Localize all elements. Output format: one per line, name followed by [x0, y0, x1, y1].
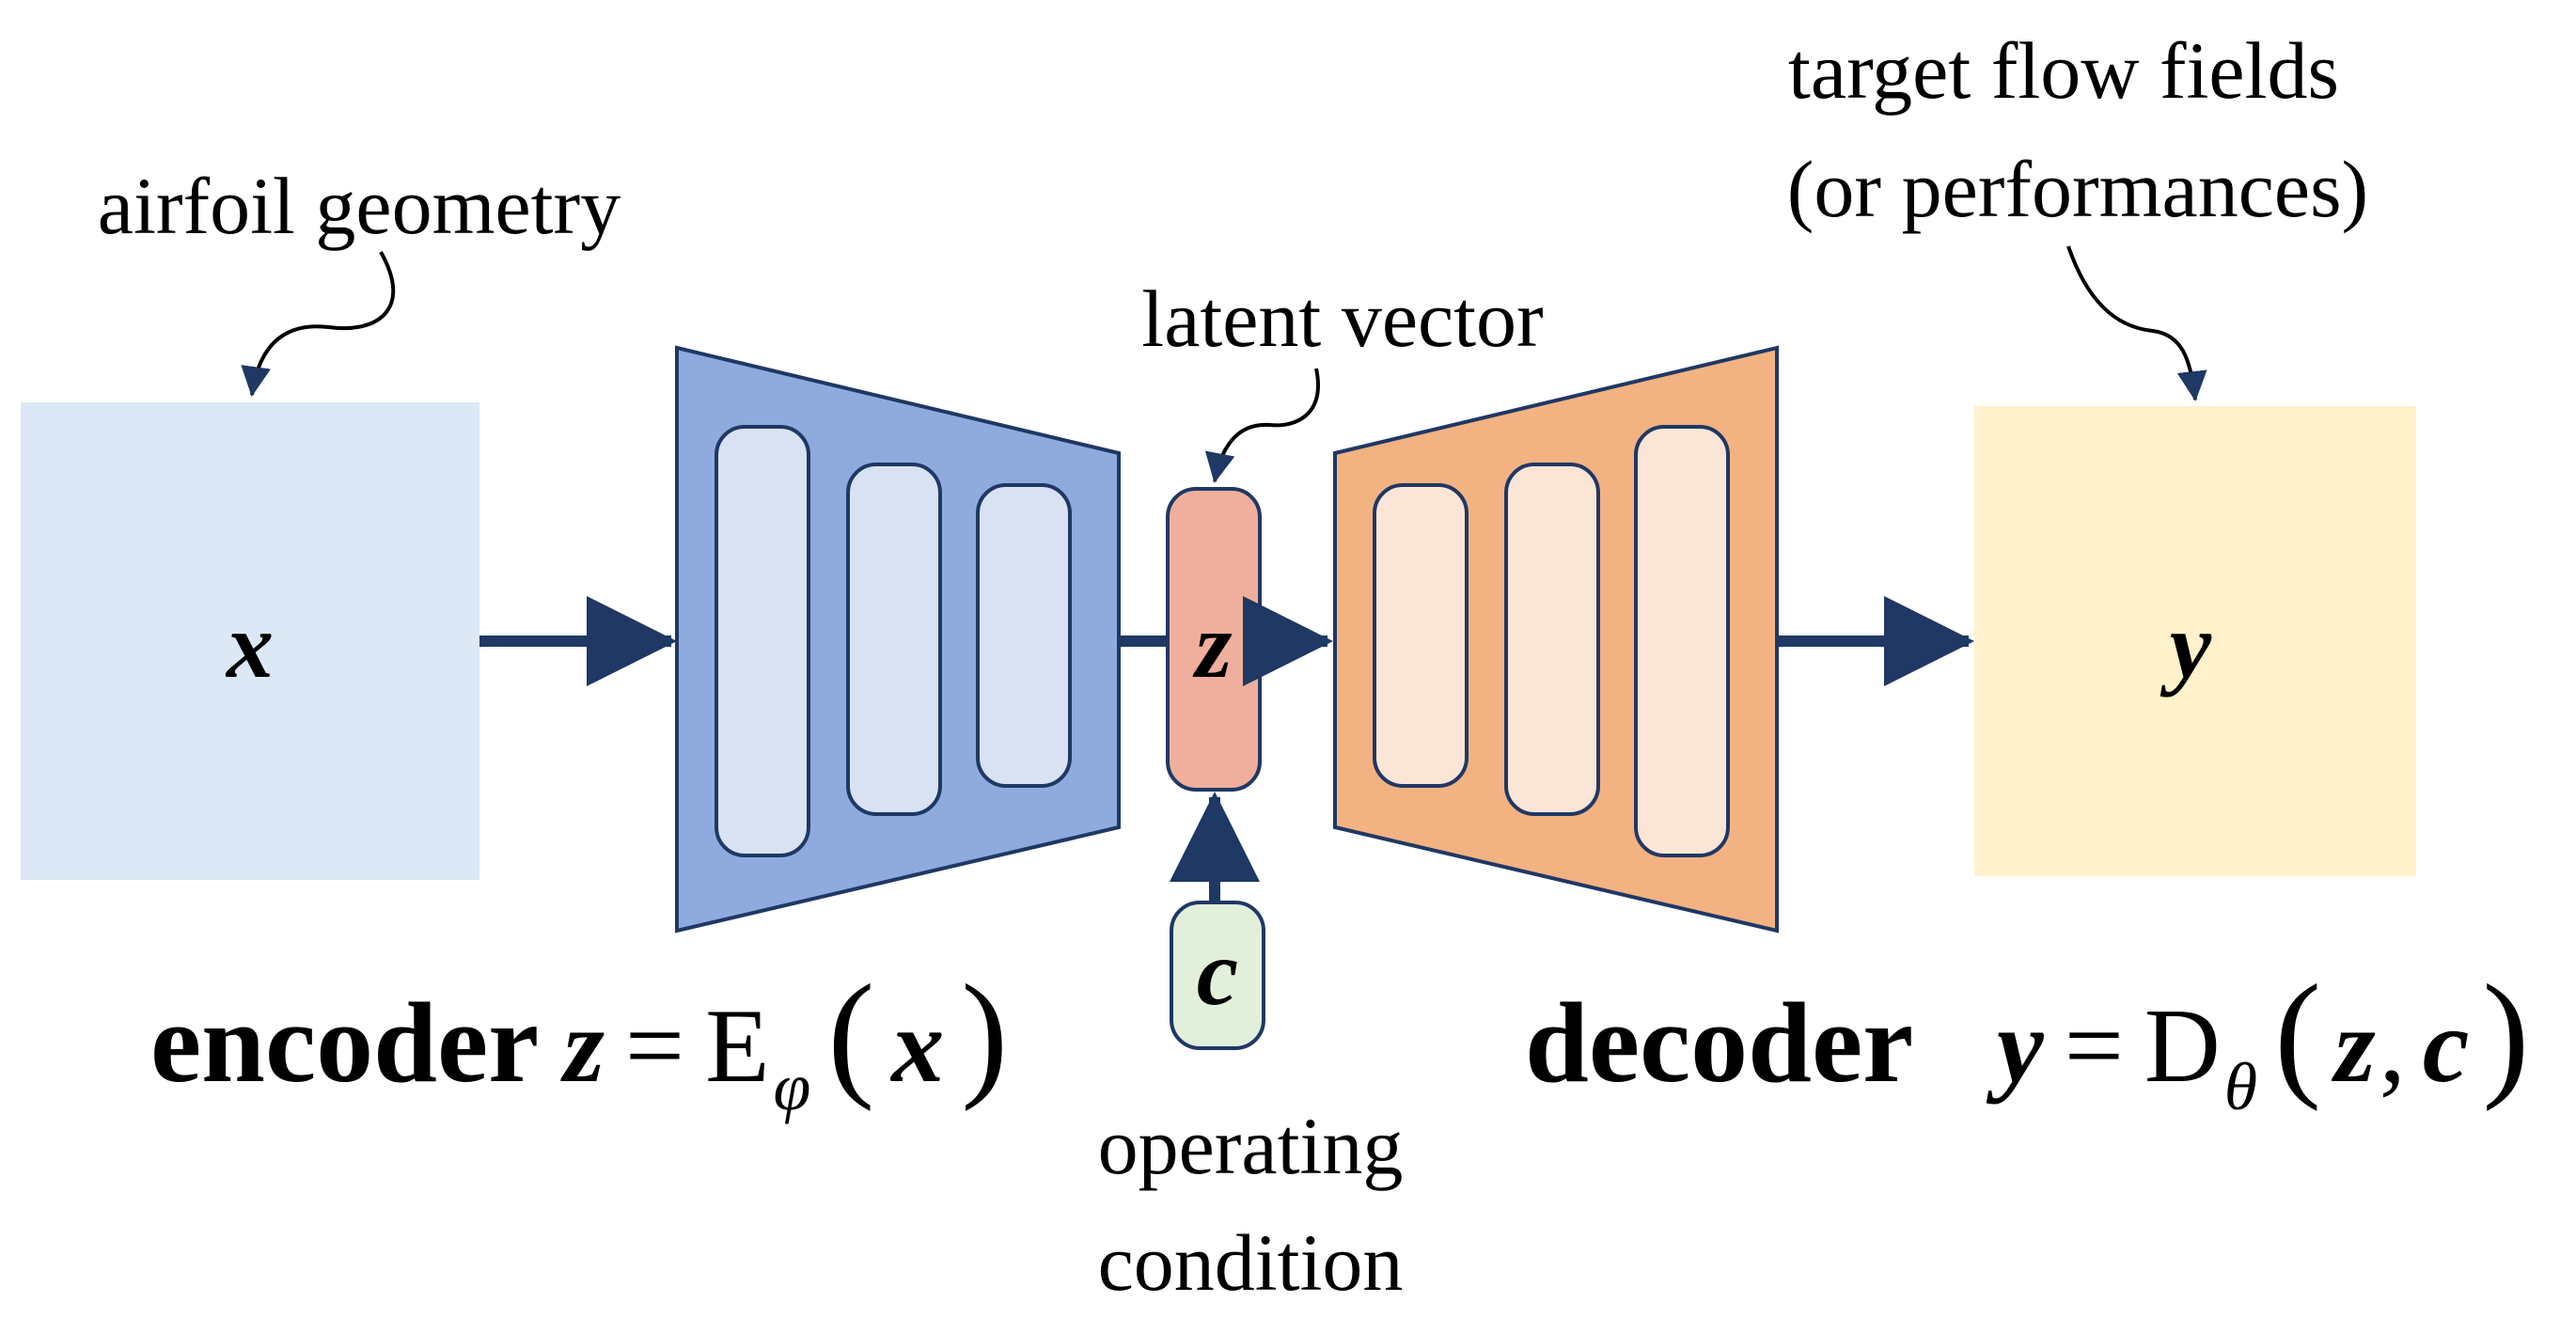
decoder-eq-lhs: y — [1986, 988, 2045, 1105]
encoder-equation: encoder z = E φ ( x ) — [150, 956, 1008, 1124]
output-caption-line2: (or performances) — [1787, 144, 2368, 234]
condition-caption-line2: condition — [1098, 1217, 1404, 1308]
encoder-eq-equals: = — [625, 988, 684, 1105]
output-box — [1974, 406, 2416, 876]
output-caption-pointer — [2066, 245, 2207, 401]
latent-symbol: z — [1193, 593, 1233, 698]
decoder-equation: decoder y = D θ ( z , c ) — [1525, 956, 2529, 1124]
condition-symbol: c — [1197, 920, 1238, 1025]
encoder-eq-op: E — [705, 988, 769, 1105]
decoder-layer-1 — [1373, 483, 1469, 788]
encoder-layer-1 — [715, 425, 810, 857]
decoder-eq-arg1: z — [2331, 988, 2376, 1105]
encoder-layer-2 — [846, 463, 942, 816]
encoder-label: encoder — [150, 980, 539, 1106]
encoder-eq-sub: φ — [774, 1049, 811, 1124]
encoder-layer-3 — [976, 483, 1072, 788]
decoder-label: decoder — [1525, 980, 1913, 1106]
decoder-layer-3 — [1634, 425, 1730, 857]
decoder-eq-arg2: c — [2423, 988, 2470, 1105]
input-caption: airfoil geometry — [98, 161, 620, 251]
input-caption-pointer — [241, 251, 396, 397]
decoder-eq-sub: θ — [2224, 1049, 2257, 1124]
input-symbol: x — [225, 593, 274, 698]
decoder-eq-equals: = — [2065, 988, 2124, 1105]
latent-caption-pointer — [1204, 368, 1320, 483]
input-box — [21, 402, 479, 880]
decoder-eq-lparen: ( — [2274, 956, 2321, 1112]
condition-caption-line1: operating — [1098, 1101, 1404, 1191]
encoder-eq-lhs: z — [559, 988, 605, 1105]
decoder-layer-2 — [1504, 463, 1600, 816]
latent-caption: latent vector — [1141, 274, 1543, 364]
encoder-eq-rparen: ) — [961, 956, 1008, 1112]
output-caption-line1: target flow fields — [1788, 25, 2339, 116]
encoder-eq-arg: x — [889, 988, 944, 1105]
decoder-eq-op: D — [2144, 988, 2221, 1105]
decoder-eq-comma: , — [2380, 988, 2406, 1105]
encoder-eq-lparen: ( — [827, 956, 874, 1112]
decoder-eq-rparen: ) — [2482, 956, 2529, 1112]
